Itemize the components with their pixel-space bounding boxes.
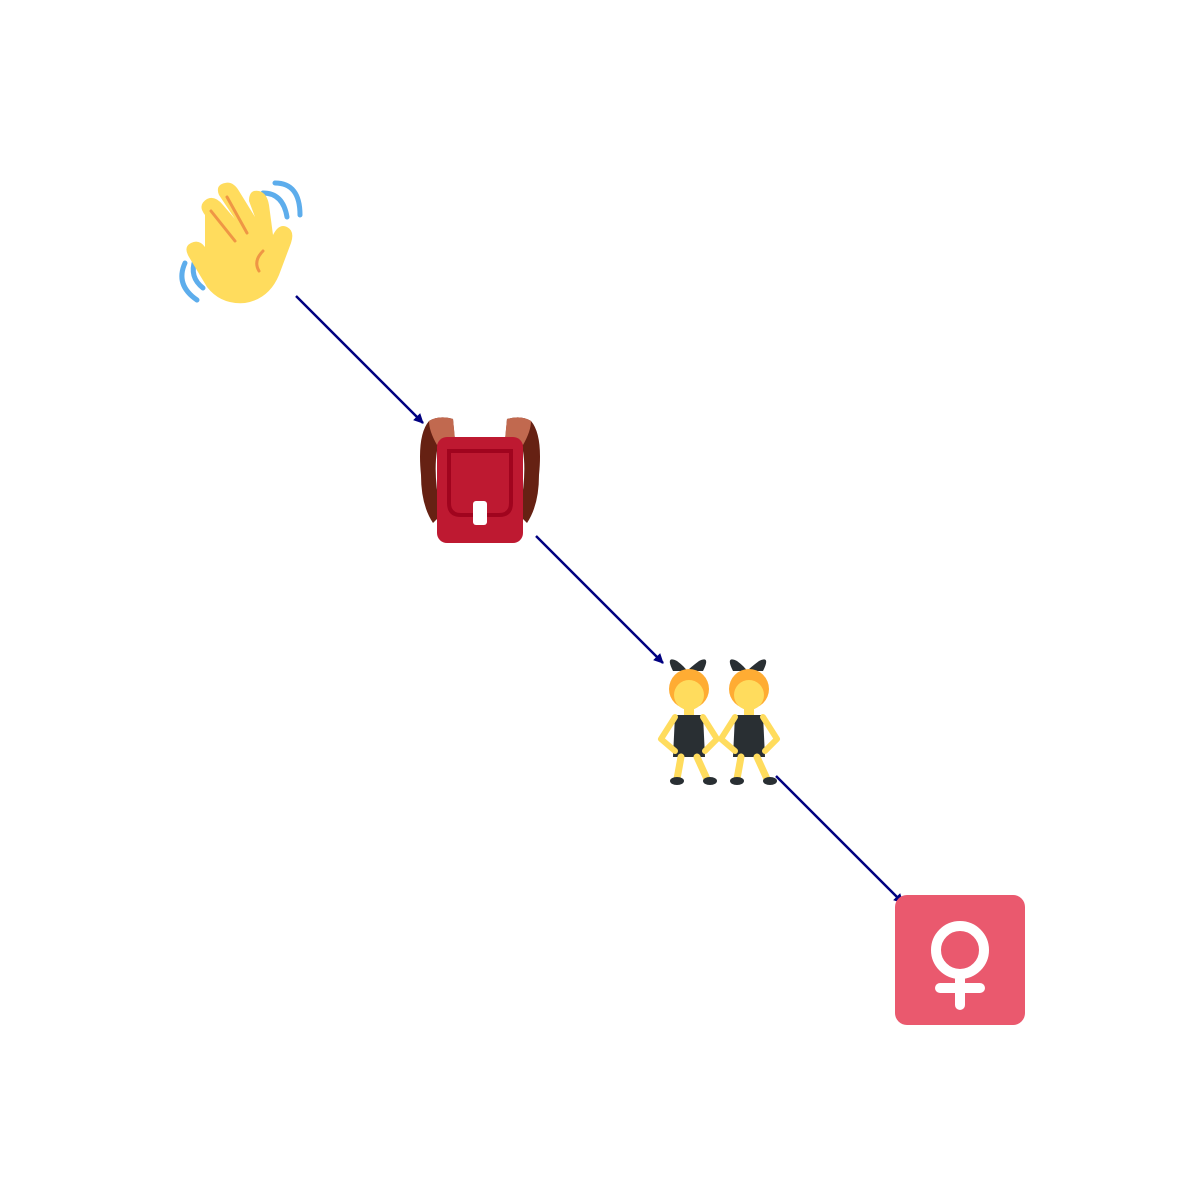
waving-hand-icon [179,180,303,304]
person-right [718,659,780,785]
edge-n2-n3 [535,535,664,664]
edge-n3-n4 [775,775,904,904]
backpack-icon [420,417,540,543]
people-with-bunny-ears-icon [658,659,780,785]
person-left [658,659,720,785]
edge-n1-n2 [295,295,424,424]
female-sign-icon [895,895,1025,1025]
edges [295,295,904,904]
